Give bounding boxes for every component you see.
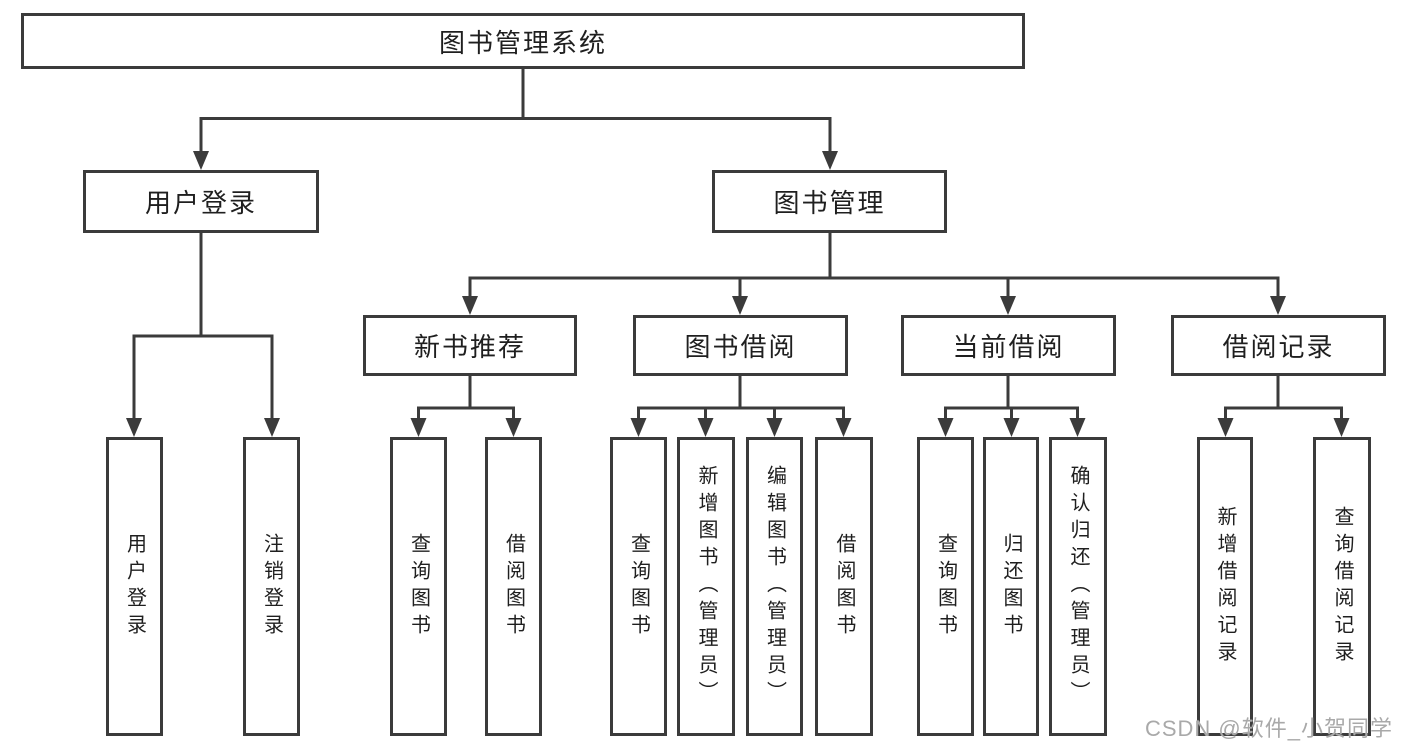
- node-label: 新书推荐: [413, 332, 526, 362]
- leaf-add-books-admin: 新增图书（管理员）: [677, 437, 735, 736]
- node-borrowing-records: 借阅记录: [1171, 315, 1386, 376]
- node-label: 当前借阅: [952, 332, 1065, 362]
- leaf-query-borrow-record: 查询借阅记录: [1313, 437, 1371, 736]
- node-label: 图书管理系统: [438, 27, 607, 58]
- node-library-management-system: 图书管理系统: [21, 13, 1025, 69]
- leaf-add-borrow-record: 新增借阅记录: [1197, 437, 1253, 736]
- node-label: 图书借阅: [684, 332, 797, 362]
- node-label: 查询图书: [407, 532, 430, 641]
- node-user-login: 用户登录: [83, 170, 319, 233]
- node-label: 新增借阅记录: [1214, 505, 1236, 668]
- node-label: 借阅图书: [502, 532, 525, 641]
- node-label: 用户登录: [144, 188, 257, 218]
- node-label: 借阅图书: [833, 532, 855, 641]
- node-label: 注销登录: [260, 532, 283, 641]
- node-label: 用户登录: [123, 532, 146, 641]
- node-label: 图书管理: [773, 188, 886, 218]
- node-label: 查询图书: [934, 532, 957, 641]
- leaf-edit-books-admin: 编辑图书（管理员）: [746, 437, 803, 736]
- leaf-query-books-current: 查询图书: [917, 437, 974, 736]
- node-label: 编辑图书（管理员）: [763, 465, 786, 708]
- node-label: 归还图书: [1000, 532, 1022, 641]
- leaf-confirm-return-admin: 确认归还（管理员）: [1049, 437, 1107, 736]
- node-book-borrowing: 图书借阅: [633, 315, 848, 376]
- node-current-borrowing: 当前借阅: [901, 315, 1116, 376]
- node-label: 查询图书: [627, 532, 650, 641]
- node-label: 新增图书（管理员）: [695, 465, 717, 708]
- leaf-logout: 注销登录: [243, 437, 300, 736]
- arrowheads: [126, 151, 1350, 437]
- node-label: 确认归还（管理员）: [1067, 465, 1089, 708]
- leaf-query-books-recommend: 查询图书: [390, 437, 447, 736]
- node-book-management: 图书管理: [712, 170, 947, 233]
- leaf-return-books: 归还图书: [983, 437, 1039, 736]
- leaf-query-books: 查询图书: [610, 437, 667, 736]
- node-label: 借阅记录: [1222, 332, 1335, 362]
- node-new-book-recommendation: 新书推荐: [363, 315, 577, 376]
- leaf-user-login: 用户登录: [106, 437, 163, 736]
- leaf-borrow-books-recommend: 借阅图书: [485, 437, 542, 736]
- csdn-watermark: CSDN @软件_小贺同学: [1144, 716, 1393, 741]
- leaf-borrow-books: 借阅图书: [815, 437, 873, 736]
- node-label: 查询借阅记录: [1331, 505, 1353, 668]
